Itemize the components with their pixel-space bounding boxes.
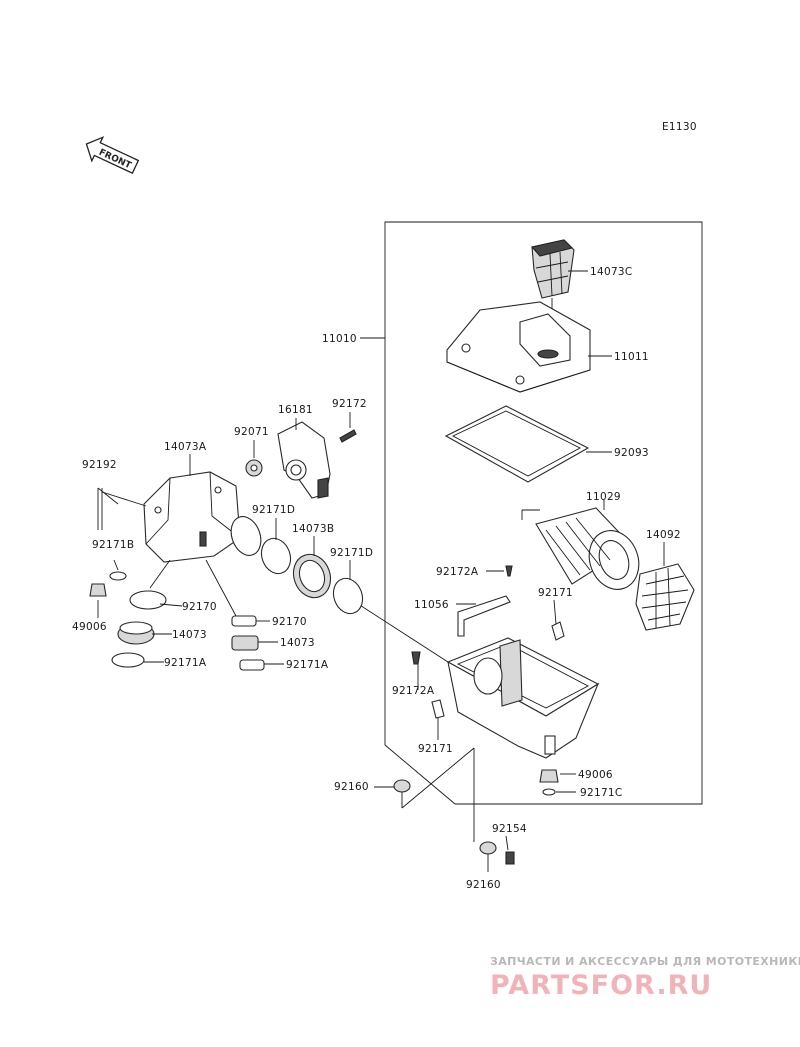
front-arrow-icon: FRONT [85,136,140,175]
part-label: 92192 [82,459,117,471]
case-clamp-part [431,621,565,719]
screw-top-part [339,429,357,443]
part-label: 14073C [590,266,633,278]
lower-left-parts [89,571,265,671]
part-label: 11056 [414,599,449,611]
part-label: 14073 [172,629,207,641]
part-label: 92172A [436,566,479,578]
part-label: 49006 [578,769,613,781]
part-label: 92171 [418,743,453,755]
part-label: 92172 [332,398,367,410]
part-label: 92171B [92,539,134,551]
grommet-part [393,779,497,855]
hose-pipe-part [97,487,119,530]
air-filter-part [535,507,640,590]
part-label: 92171D [330,547,373,559]
part-label: 92093 [614,447,649,459]
airbox-case-part [446,637,600,759]
part-label: 92154 [492,823,527,835]
part-label: 92171D [252,504,295,516]
ring-part [245,459,263,477]
part-label: 49006 [72,621,107,633]
part-label: 92172A [392,685,435,697]
part-label: 92171 [538,587,573,599]
part-label: 92171A [164,657,207,669]
part-label: 14073A [164,441,207,453]
part-label: 92160 [334,781,369,793]
bolt-part [505,851,515,865]
assembly-frame [360,221,703,805]
part-label: 14073 [280,637,315,649]
snorkel-part [530,239,575,299]
diagram-code: E1130 [662,121,697,133]
watermark-tagline: ЗАПЧАСТИ И АКСЕССУАРЫ ДЛЯ МОТОТЕХНИКИ [490,955,800,968]
part-label: 11010 [322,333,357,345]
part-label: 14073B [292,523,334,535]
part-label: 92171C [580,787,623,799]
part-label: 16181 [278,404,313,416]
intake-housing-part [143,471,262,563]
part-label: 92170 [272,616,307,628]
part-label: 11029 [586,491,621,503]
part-label: 11011 [614,351,649,363]
gasket-part [444,405,590,483]
duct-elbow-part [277,421,331,499]
part-label: 92171A [286,659,329,671]
clamp-ring-part [260,537,364,615]
bracket-part [457,595,511,637]
part-label: 92160 [466,879,501,891]
drain-cap-part [539,769,559,796]
watermark-logo: PARTSFOR.RU [490,970,712,1001]
part-label: 14092 [646,529,681,541]
part-label: 92071 [234,426,269,438]
filter-screen-part [635,563,695,631]
part-label: 92170 [182,601,217,613]
airbox-cover-part [446,301,591,393]
screw-part [411,565,513,665]
